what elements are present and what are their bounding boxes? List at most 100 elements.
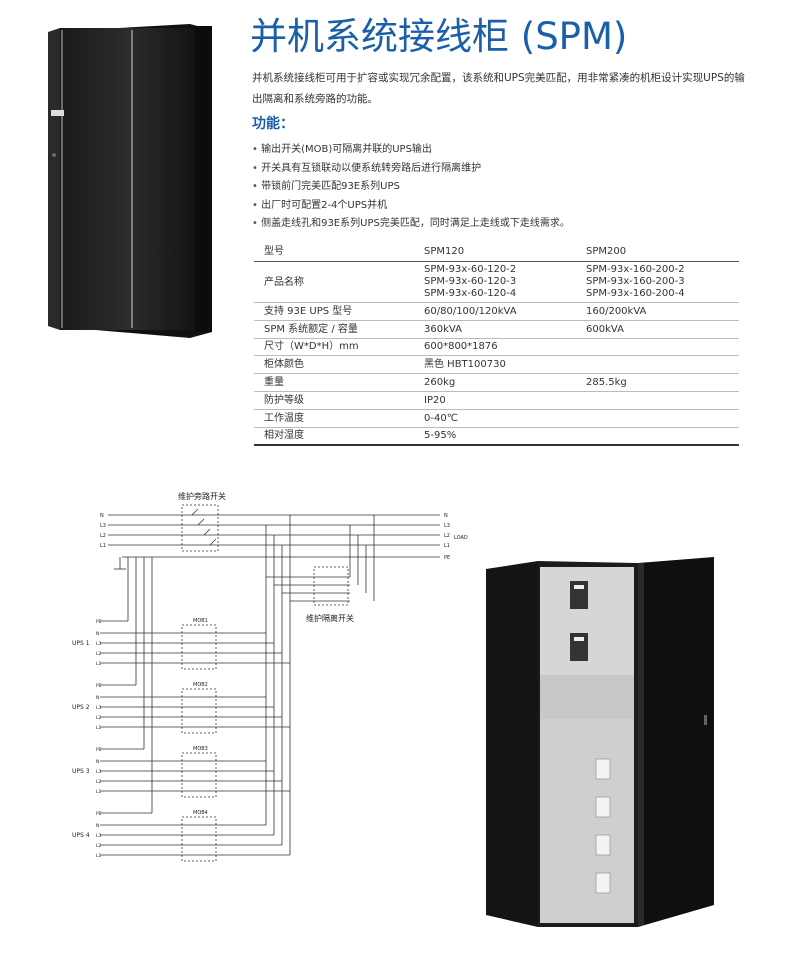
- ups-label: UPS 2: [72, 704, 90, 711]
- row-value: SPM-93x-60-120-2 SPM-93x-60-120-3 SPM-93…: [414, 261, 576, 303]
- row-value: 360kVA: [414, 320, 576, 339]
- mob-label: MOB4: [193, 810, 208, 816]
- row-value: 5-95%: [414, 427, 576, 447]
- open-cabinet-image: [486, 557, 714, 927]
- row-label: 产品名称: [254, 261, 414, 303]
- row-value: 260kg: [414, 373, 576, 392]
- feature-item: 开关具有互锁联动以便系统转旁路后进行隔离维护: [252, 160, 570, 179]
- row-value: IP20: [414, 391, 576, 410]
- product-name: SPM-93x-160-200-3: [586, 276, 685, 287]
- row-value: SPM-93x-160-200-2 SPM-93x-160-200-3 SPM-…: [576, 261, 739, 303]
- table-row: 柜体颜色 黑色 HBT100730: [254, 355, 739, 375]
- features-list: 输出开关(MOB)可隔离并联的UPS输出 开关具有互锁联动以便系统转旁路后进行隔…: [252, 141, 570, 234]
- bus-label: L1: [444, 543, 450, 549]
- row-value: 600*800*1876: [414, 338, 576, 357]
- ups-line-label: L2: [96, 779, 102, 785]
- product-name: SPM-93x-160-200-2: [586, 264, 685, 275]
- table-row: 防护等级 IP20: [254, 391, 739, 410]
- ups-line-label: L1: [96, 661, 102, 667]
- features-heading: 功能：: [252, 116, 294, 132]
- ups-line-label: L3: [96, 641, 102, 647]
- header-cell-spm200: SPM200: [576, 241, 739, 262]
- ups-line-label: L1: [96, 725, 102, 731]
- bus-label: L2: [444, 533, 450, 539]
- row-label: 支持 93E UPS 型号: [254, 302, 414, 321]
- ups-line-label: PE: [96, 747, 102, 753]
- feature-item: 侧盖走线孔和93E系列UPS完美匹配，同时满足上走线或下走线需求。: [252, 215, 570, 234]
- table-row: 相对湿度 5-95%: [254, 427, 739, 447]
- table-row: 产品名称 SPM-93x-60-120-2 SPM-93x-60-120-3 S…: [254, 261, 739, 303]
- ups-label: UPS 3: [72, 768, 90, 775]
- table-row: 尺寸（W*D*H）mm 600*800*1876: [254, 338, 739, 357]
- wiring-diagram: N L3 L2 L1 N L3 L2 L1 PE LOAD 维护旁路开关 维护隔…: [72, 491, 468, 862]
- product-name: SPM-93x-160-200-4: [586, 288, 685, 299]
- row-label: 尺寸（W*D*H）mm: [254, 338, 414, 357]
- ups-line-label: L2: [96, 715, 102, 721]
- bus-label: L2: [100, 533, 106, 539]
- row-value: [576, 409, 739, 428]
- closed-cabinet-image: [48, 24, 212, 338]
- mob-label: MOB1: [193, 618, 208, 624]
- bus-label: PE: [444, 555, 450, 561]
- row-value: 285.5kg: [576, 373, 739, 392]
- ups-line-label: L3: [96, 833, 102, 839]
- ups-line-label: L1: [96, 789, 102, 795]
- row-value: 60/80/100/120kVA: [414, 302, 576, 321]
- row-value: 0-40℃: [414, 409, 576, 428]
- product-name: SPM-93x-60-120-2: [424, 264, 517, 275]
- row-label: 工作温度: [254, 409, 414, 428]
- mob-label: MOB2: [193, 682, 208, 688]
- spec-table: 型号 SPM120 SPM200 产品名称 SPM-93x-60-120-2 S…: [254, 241, 739, 447]
- feature-item: 带锁前门完美匹配93E系列UPS: [252, 178, 570, 197]
- bus-label: L1: [100, 543, 106, 549]
- ups-label: UPS 1: [72, 640, 90, 647]
- ups-line-label: N: [96, 759, 99, 765]
- bus-label: N: [100, 513, 104, 519]
- table-header-row: 型号 SPM120 SPM200: [254, 241, 739, 262]
- feature-item: 出厂时可配置2-4个UPS并机: [252, 197, 570, 216]
- ups-line-label: L2: [96, 651, 102, 657]
- row-value: [576, 427, 739, 447]
- intro-paragraph: 并机系统接线柜可用于扩容或实现冗余配置，该系统和UPS完美匹配，用非常紧凑的机柜…: [252, 72, 745, 105]
- load-label: LOAD: [454, 535, 468, 541]
- ups-line-label: L3: [96, 769, 102, 775]
- ups-line-label: L1: [96, 853, 102, 859]
- ups-line-label: PE: [96, 811, 102, 817]
- diagram-static-lines: [100, 504, 440, 862]
- table-row: SPM 系统额定 / 容量 360kVA 600kVA: [254, 320, 739, 339]
- bus-label: N: [444, 513, 448, 519]
- mob-label: MOB3: [193, 746, 208, 752]
- ups-line-label: PE: [96, 683, 102, 689]
- row-value: [576, 355, 739, 375]
- table-row: 支持 93E UPS 型号 60/80/100/120kVA 160/200kV…: [254, 302, 739, 321]
- ups-line-label: L2: [96, 843, 102, 849]
- row-label: 相对湿度: [254, 427, 414, 447]
- row-value: 160/200kVA: [576, 302, 739, 321]
- table-row: 重量 260kg 285.5kg: [254, 373, 739, 392]
- row-label: SPM 系统额定 / 容量: [254, 320, 414, 339]
- bypass-switch-label: 维护旁路开关: [178, 491, 226, 501]
- ups-label: UPS 4: [72, 832, 90, 839]
- row-label: 防护等级: [254, 391, 414, 410]
- row-value: 黑色 HBT100730: [414, 355, 576, 375]
- table-row: 工作温度 0-40℃: [254, 409, 739, 428]
- bus-label: L3: [100, 523, 106, 529]
- isolation-switch-label: 维护隔离开关: [306, 613, 354, 623]
- ups-line-label: N: [96, 695, 99, 701]
- row-label: 柜体颜色: [254, 355, 414, 375]
- product-name: SPM-93x-60-120-4: [424, 288, 517, 299]
- ups-line-label: N: [96, 823, 99, 829]
- bus-label: L3: [444, 523, 450, 529]
- ups-line-label: L3: [96, 705, 102, 711]
- product-name: SPM-93x-60-120-3: [424, 276, 517, 287]
- row-value: 600kVA: [576, 320, 739, 339]
- feature-item: 输出开关(MOB)可隔离并联的UPS输出: [252, 141, 570, 160]
- header-cell-spm120: SPM120: [414, 241, 576, 262]
- header-cell-model: 型号: [254, 241, 414, 262]
- ups-line-label: N: [96, 631, 99, 637]
- row-value: [576, 391, 739, 410]
- ups-line-label: PE: [96, 619, 102, 625]
- page-title: 并机系统接线柜 (SPM): [250, 15, 628, 58]
- row-label: 重量: [254, 373, 414, 392]
- row-value: [576, 338, 739, 357]
